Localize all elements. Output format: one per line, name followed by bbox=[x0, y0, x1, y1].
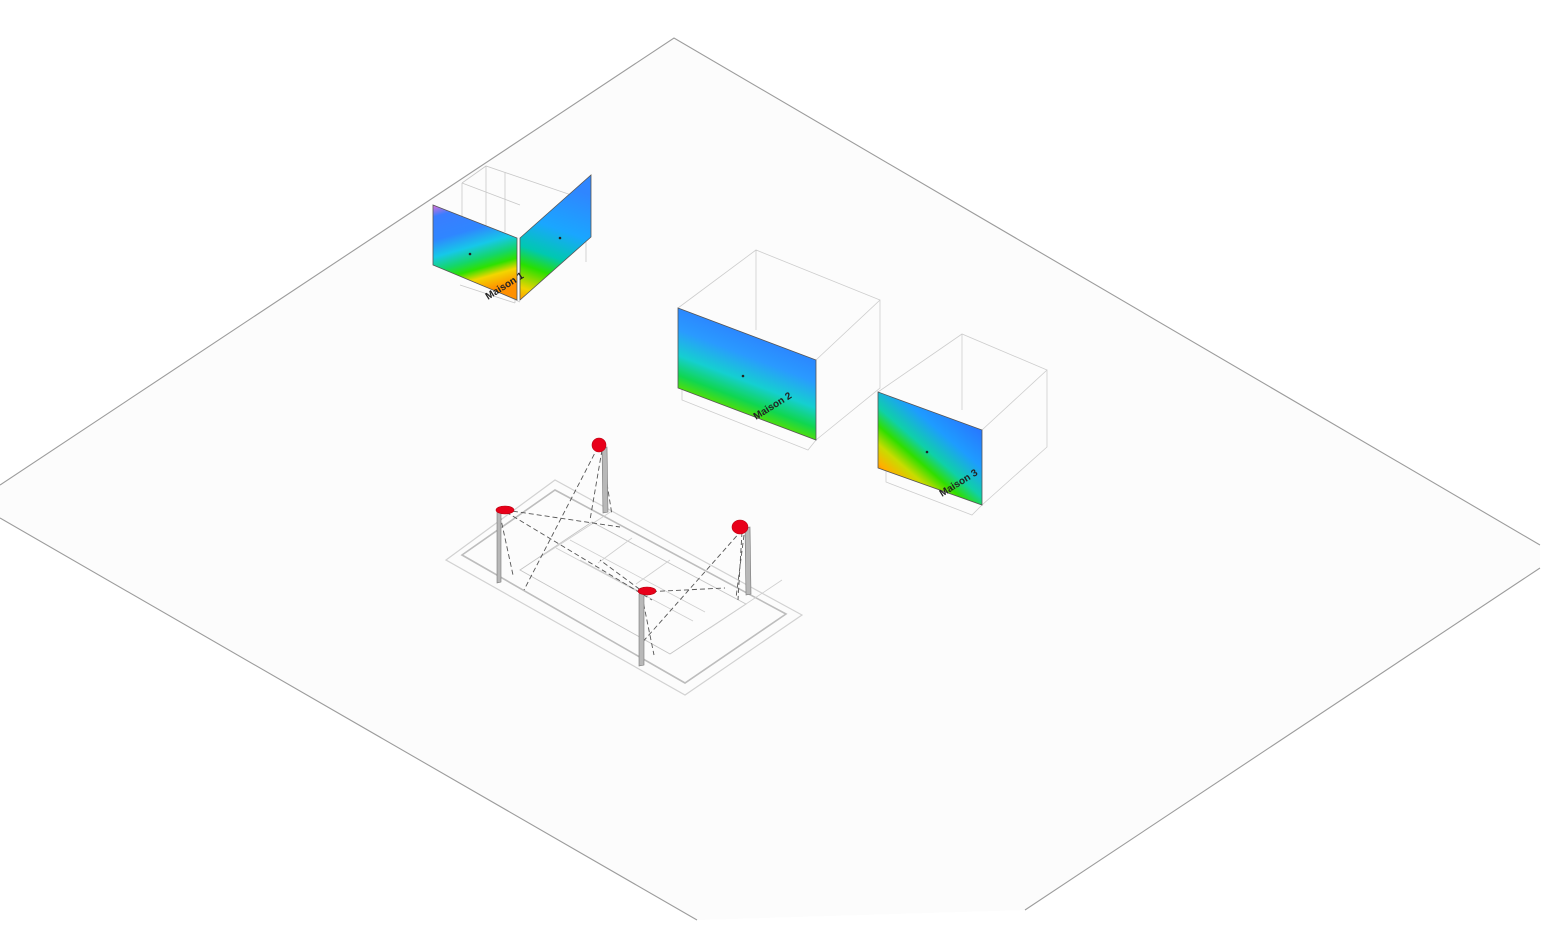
house-1-measure-point bbox=[468, 252, 472, 256]
house-1[interactable]: Maison 1 bbox=[432, 165, 592, 304]
house-1-measure-point bbox=[558, 236, 562, 240]
light-pole[interactable] bbox=[637, 586, 657, 667]
ground-plot-outline bbox=[0, 37, 1541, 921]
pole-shaft bbox=[744, 526, 752, 596]
floodlight-fixture bbox=[591, 437, 607, 453]
pole-shaft bbox=[496, 510, 502, 584]
light-pole[interactable] bbox=[731, 519, 752, 596]
floodlight-fixture bbox=[495, 505, 515, 515]
pole-shaft bbox=[638, 592, 645, 667]
house-1-wall-right-heatmap bbox=[519, 174, 592, 301]
sports-court[interactable] bbox=[444, 437, 804, 696]
house-2-wireframe bbox=[677, 249, 881, 451]
court-surround bbox=[460, 489, 788, 684]
floodlight-fixture bbox=[637, 586, 657, 596]
pole-shaft bbox=[601, 446, 609, 514]
aiming-lines bbox=[499, 446, 745, 656]
house-2-wall-heatmap bbox=[677, 307, 817, 441]
ground-plot bbox=[0, 38, 1540, 920]
floodlight-fixture bbox=[731, 519, 749, 535]
house-3-wireframe bbox=[877, 333, 1048, 516]
court-lines bbox=[541, 510, 783, 629]
house-1-wall-left-heatmap bbox=[432, 204, 518, 301]
house-3-measure-point bbox=[925, 450, 929, 454]
light-pole[interactable] bbox=[591, 437, 609, 514]
house-2[interactable]: Maison 2 bbox=[677, 249, 881, 451]
house-3-wall-heatmap bbox=[877, 391, 983, 506]
light-pole[interactable] bbox=[495, 505, 515, 584]
house-2-measure-point bbox=[741, 374, 745, 378]
house-3[interactable]: Maison 3 bbox=[877, 333, 1048, 516]
court-outer-border bbox=[444, 479, 804, 696]
